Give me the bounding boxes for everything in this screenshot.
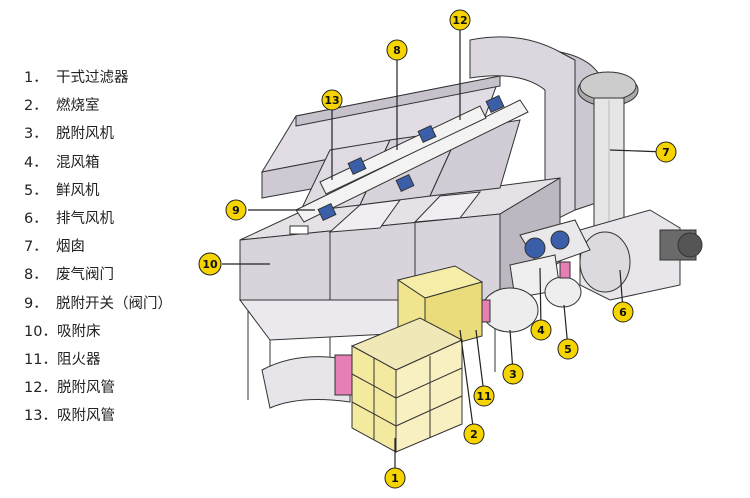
callout-10: 10 <box>198 252 222 276</box>
dry-filter <box>350 317 464 453</box>
callout-11-label: 11 <box>476 390 491 403</box>
mixing-box <box>509 219 591 299</box>
callout-11: 11 <box>473 385 495 407</box>
callout-13-label: 13 <box>324 94 339 107</box>
legend-list: 1． 干式过滤器 2． 燃烧室 3． 脱附风机 4． 混风箱 5． 鲜风机 6． 排气风机 7． 烟囱 8．… <box>24 64 172 430</box>
legend-item-label: 脱附风机 <box>56 126 114 143</box>
callout-markers: 1 2 3 4 5 6 7 8 9 10 11 12 13 <box>198 9 677 489</box>
legend-item-label: 脱附风管 <box>56 380 115 397</box>
legend-item-label: 燃烧室 <box>56 98 100 115</box>
legend-item-label: 鲜风机 <box>56 182 100 199</box>
chimney <box>577 71 639 229</box>
callout-1: 1 <box>384 467 406 489</box>
legend-item: 4． 混风箱 <box>24 149 172 177</box>
legend-item-label: 脱附开关（阀门） <box>56 295 172 312</box>
callout-12: 12 <box>449 9 471 31</box>
legend-item-number: 12． <box>24 380 57 397</box>
legend-item: 13．吸附风管 <box>24 402 172 430</box>
legend-item-label: 吸附床 <box>56 323 101 340</box>
callout-7: 7 <box>655 141 677 163</box>
legend-item: 8． 废气阀门 <box>24 261 172 289</box>
legend-item-number: 8． <box>24 267 48 284</box>
legend-item: 5． 鲜风机 <box>24 177 172 205</box>
legend-item: 7． 烟囱 <box>24 233 172 261</box>
callout-5: 5 <box>557 338 579 360</box>
callout-12-label: 12 <box>452 14 467 27</box>
callout-6: 6 <box>612 301 634 323</box>
legend-item-label: 混风箱 <box>56 154 100 171</box>
legend-item: 11．阻火器 <box>24 346 172 374</box>
legend-item: 2． 燃烧室 <box>24 92 172 120</box>
legend-item-label: 废气阀门 <box>56 267 114 284</box>
legend-item-number: 6． <box>24 210 48 227</box>
desorption-pipes <box>295 94 529 223</box>
legend-item: 9． 脱附开关（阀门） <box>24 290 172 318</box>
legend-item-number: 2． <box>24 98 48 115</box>
legend-item: 1． 干式过滤器 <box>24 64 172 92</box>
legend-item-number: 3． <box>24 126 48 143</box>
callout-3-label: 3 <box>509 368 517 381</box>
callout-9: 9 <box>225 199 247 221</box>
callout-6-label: 6 <box>619 306 627 319</box>
legend-item-number: 5． <box>24 182 48 199</box>
legend-item: 12．脱附风管 <box>24 374 172 402</box>
callout-1-label: 1 <box>391 472 399 485</box>
exhaust-fan <box>579 209 703 301</box>
legend-item: 6． 排气风机 <box>24 205 172 233</box>
callout-13: 13 <box>321 89 343 111</box>
callout-2: 2 <box>463 423 485 445</box>
legend-item-label: 排气风机 <box>56 210 114 227</box>
legend-item: 3． 脱附风机 <box>24 120 172 148</box>
callout-7-label: 7 <box>662 146 670 159</box>
callout-8-label: 8 <box>393 44 401 57</box>
legend-item-number: 7． <box>24 239 48 256</box>
base-pipe <box>261 354 354 409</box>
callout-9-label: 9 <box>232 204 240 217</box>
legend-item-label: 干式过滤器 <box>56 70 129 86</box>
legend-item-label: 阻火器 <box>56 351 101 368</box>
callout-3: 3 <box>502 363 524 385</box>
callout-4-label: 4 <box>537 324 545 337</box>
legend-item-number: 9． <box>24 295 48 312</box>
callout-8: 8 <box>386 39 408 61</box>
legend-item-number: 13． <box>24 408 57 425</box>
legend-item-number: 4． <box>24 154 48 171</box>
legend-item-label: 吸附风管 <box>56 408 115 425</box>
legend-item-number: 1． <box>24 70 48 86</box>
legend-item-number: 11． <box>24 351 57 368</box>
callout-5-label: 5 <box>564 343 572 356</box>
callout-4: 4 <box>530 319 552 341</box>
fresh-air-fan <box>544 261 582 308</box>
callout-2-label: 2 <box>470 428 478 441</box>
callout-10-label: 10 <box>202 258 218 271</box>
legend-item-number: 10． <box>24 323 57 340</box>
legend-item: 10．吸附床 <box>24 318 172 346</box>
legend-item-label: 烟囱 <box>56 239 85 256</box>
